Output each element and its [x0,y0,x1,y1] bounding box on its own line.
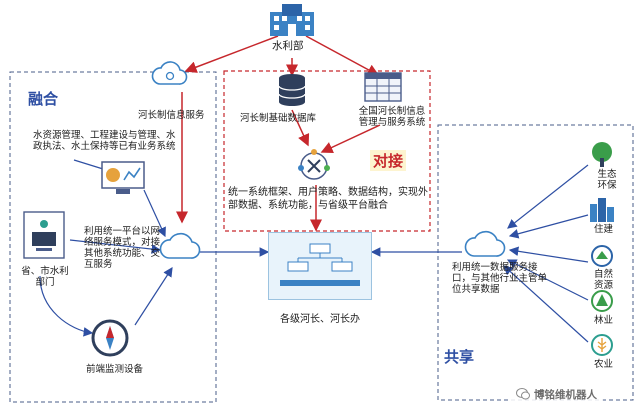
city-icon [590,198,614,222]
center-screen [268,232,372,300]
center-label: 各级河长、河长办 [280,314,360,325]
fusion-tag: 融合 [28,90,59,108]
share-service-label: 利用统一数据服务接口，与其他行业主管单位共享数据 [452,262,548,295]
integration-icon [298,149,330,180]
computer-icon [23,211,65,259]
dashboard-icon [101,161,145,194]
sector-label: 生态环保 [597,169,617,191]
dock-region [223,70,431,232]
sector-label: 自然资源 [594,269,614,291]
database-icon [278,74,306,106]
base-db-label: 河长制基础数据库 [240,113,317,124]
cloud-platform-icon [159,232,201,259]
share-tag: 共享 [444,348,475,366]
monitor-label: 前端监测设备 [86,364,144,375]
province-label: 省、市水利部门 [21,266,69,288]
unify-label: 统一系统框架、用户策略、数据结构，实现外部数据、系统功能，与省级平台融合 [228,187,428,211]
sector-label: 农业 [594,359,614,370]
platform-label: 利用统一平台以网络服务模式，对接其他系统功能、交互服务 [84,226,161,270]
wechat-icon [516,388,530,400]
dock-tag: 对接 [370,150,407,171]
cloud-share-icon [464,230,506,257]
compass-icon [91,319,129,357]
flowchart-icon [280,243,360,286]
wheat-emblem-icon [591,334,613,356]
sector-label: 林业 [594,315,614,326]
info-service-label: 河长制信息服务 [138,110,205,121]
sector-label: 住建 [594,224,614,235]
fusion-region [9,71,217,403]
business-label: 水资源管理、工程建设与管理、水政执法、水土保持等已有业务系统 [33,130,176,152]
resources-emblem-icon [591,245,613,267]
pine-emblem-icon [591,290,613,312]
building-icon [270,4,314,36]
ministry-label: 水利部 [272,40,304,52]
watermark: 博铭维机器人 [510,384,603,404]
table-grid-icon [364,72,402,102]
cloud-service-icon [151,61,188,85]
watermark-text: 博铭维机器人 [534,388,597,401]
national-system-label: 全国河长制信息管理与服务系统 [358,106,426,128]
tree-icon [592,142,612,167]
